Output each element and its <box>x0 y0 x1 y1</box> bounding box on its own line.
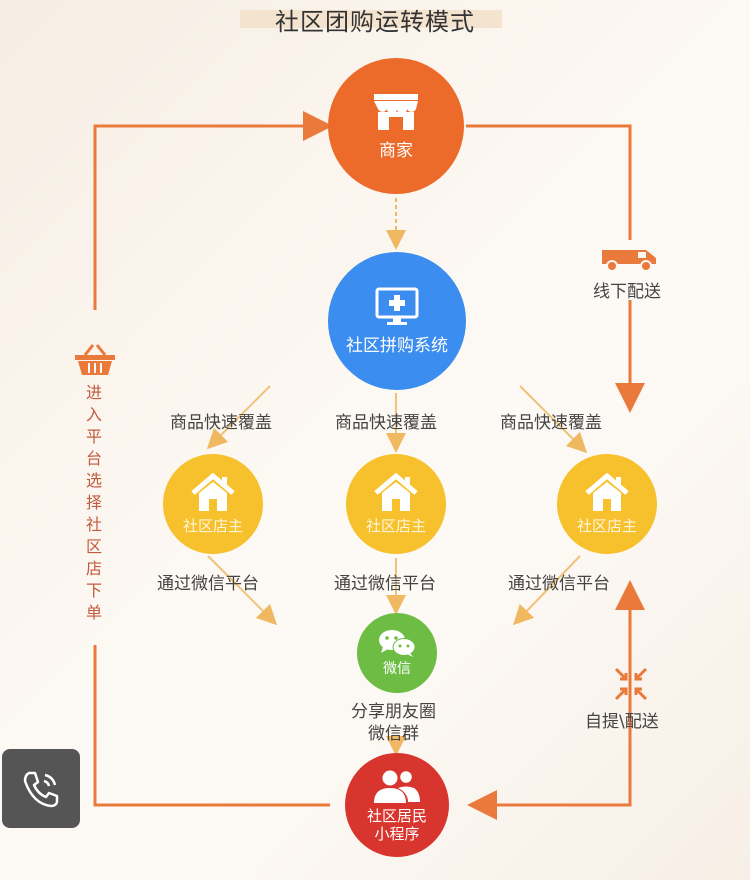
branch-arrow-left <box>206 385 271 450</box>
phone-button[interactable] <box>2 749 80 828</box>
offline-delivery-line <box>466 124 632 240</box>
offline-delivery-label: 线下配送 <box>593 282 661 302</box>
phone-icon <box>23 771 59 807</box>
people-icon <box>374 769 420 803</box>
resident-label: 社区居民 <box>366 806 427 825</box>
wechat-icon <box>379 630 416 657</box>
house-icon <box>374 472 418 511</box>
monitor-plus-icon <box>375 287 419 325</box>
converge-arrows-icon <box>614 667 648 701</box>
owner-label: 社区店主 <box>576 516 637 535</box>
owner-node-center: 社区店主 <box>346 454 446 554</box>
owner-arrow-right <box>513 555 581 626</box>
coverage-label-right: 商品快速覆盖 <box>500 413 602 433</box>
coverage-label-left: 商品快速覆盖 <box>170 413 272 433</box>
via-wechat-label-left: 通过微信平台 <box>157 574 259 594</box>
owner-label: 社区店主 <box>182 516 243 535</box>
house-icon <box>585 472 629 511</box>
wechat-label: 微信 <box>383 661 411 677</box>
resident-sublabel: 小程序 <box>374 824 420 843</box>
via-wechat-label-center: 通过微信平台 <box>334 574 436 594</box>
truck-icon <box>602 250 656 272</box>
system-label: 社区拼购系统 <box>346 335 448 356</box>
order-flow-line-top <box>93 111 333 310</box>
owner-label: 社区店主 <box>365 516 426 535</box>
wechat-node: 微信 <box>357 613 437 693</box>
owner-node-right: 社区店主 <box>557 454 657 554</box>
via-wechat-label-right: 通过微信平台 <box>508 574 610 594</box>
merchant-label: 商家 <box>379 140 413 161</box>
title-highlight <box>240 10 502 28</box>
house-icon <box>191 472 235 511</box>
pickup-line-bottom <box>467 665 632 820</box>
branch-arrow-right <box>519 385 588 454</box>
share-label-line1: 分享朋友圈 <box>351 702 436 722</box>
page-title: 社区团购运转模式 <box>275 8 475 36</box>
enter-platform-label: 进入平台选择社区店下单 <box>85 383 102 622</box>
owner-arrow-left <box>207 555 278 626</box>
order-flow-line <box>93 645 330 807</box>
coverage-label-center: 商品快速覆盖 <box>335 413 437 433</box>
owner-node-left: 社区店主 <box>163 454 263 554</box>
system-node: 社区拼购系统 <box>328 252 466 390</box>
share-label-line2: 微信群 <box>368 724 419 744</box>
shop-icon <box>374 93 418 130</box>
merchant-node: 商家 <box>328 58 464 194</box>
resident-node: 社区居民 小程序 <box>345 753 449 857</box>
pickup-delivery-label: 自提\配送 <box>585 712 659 732</box>
basket-icon <box>75 344 115 375</box>
